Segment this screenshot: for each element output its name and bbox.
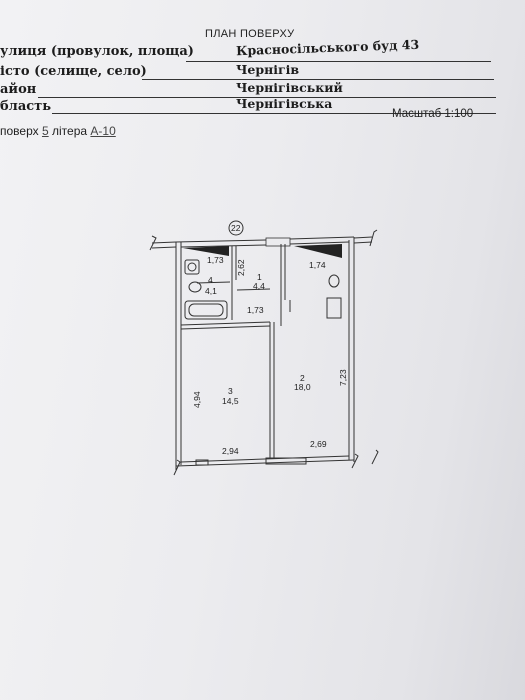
page-title: ПЛАН ПОВЕРХУ: [205, 28, 295, 40]
outer-wall-top: [175, 239, 267, 243]
letter-prefix: літера: [52, 124, 88, 138]
room1-number: 1: [257, 272, 262, 282]
region-underline: [52, 113, 496, 114]
room4-number: 4: [208, 275, 213, 285]
corridor-width-label: 1,73: [247, 305, 264, 315]
city-underline: [142, 79, 494, 80]
region-value: Чернігівська: [236, 96, 333, 111]
bath-width-label: 1,73: [207, 255, 224, 265]
room3-area: 14,5: [222, 396, 239, 406]
kitchen-width-label: 1,74: [309, 260, 326, 270]
stove-icon: [326, 297, 342, 319]
region-label: бласть: [0, 99, 52, 114]
city-value: Чернігів: [236, 62, 300, 77]
vent-shaft-left: [183, 246, 229, 256]
entry-door: [265, 237, 291, 247]
room2-number: 2: [300, 373, 305, 383]
toilet-icon: [184, 259, 200, 275]
room3-length-label: 4,94: [192, 391, 202, 408]
street-underline: [186, 61, 491, 62]
room3-width-label: 2,94: [222, 446, 239, 456]
building-number: 22: [231, 223, 241, 233]
kitchen-sink-icon: [328, 274, 340, 288]
district-underline: [38, 97, 496, 98]
scale-label: Масштаб 1:100: [392, 108, 474, 120]
floor-value: 5: [41, 124, 49, 138]
room2-area: 18,0: [294, 382, 311, 392]
building-number-circle: [228, 220, 244, 236]
sink-icon: [188, 281, 202, 293]
room2-width-label: 2,69: [310, 439, 327, 449]
floor-line: поверх 5 літера А-10: [0, 124, 116, 138]
city-label: істо (селище, село): [0, 64, 147, 79]
district-label: айон: [0, 82, 37, 97]
street-label: улиця (провулок, площа): [0, 44, 194, 59]
bathtub-icon: [184, 300, 228, 320]
room1-area: 4,4: [253, 281, 265, 291]
letter-value: А-10: [90, 124, 116, 138]
vent-shaft-right: [294, 244, 342, 258]
floor-prefix: поверх: [0, 124, 39, 138]
room3-number: 3: [228, 386, 233, 396]
room2-length-label: 7,23: [338, 369, 348, 386]
corridor-length-label: 2,62: [236, 259, 246, 276]
wall-bath-room3: [180, 321, 271, 326]
room4-area: 4,1: [205, 286, 217, 296]
window-bottom-left: [195, 459, 209, 466]
window-bottom-middle: [265, 457, 307, 465]
district-value: Чернігівський: [236, 80, 343, 95]
